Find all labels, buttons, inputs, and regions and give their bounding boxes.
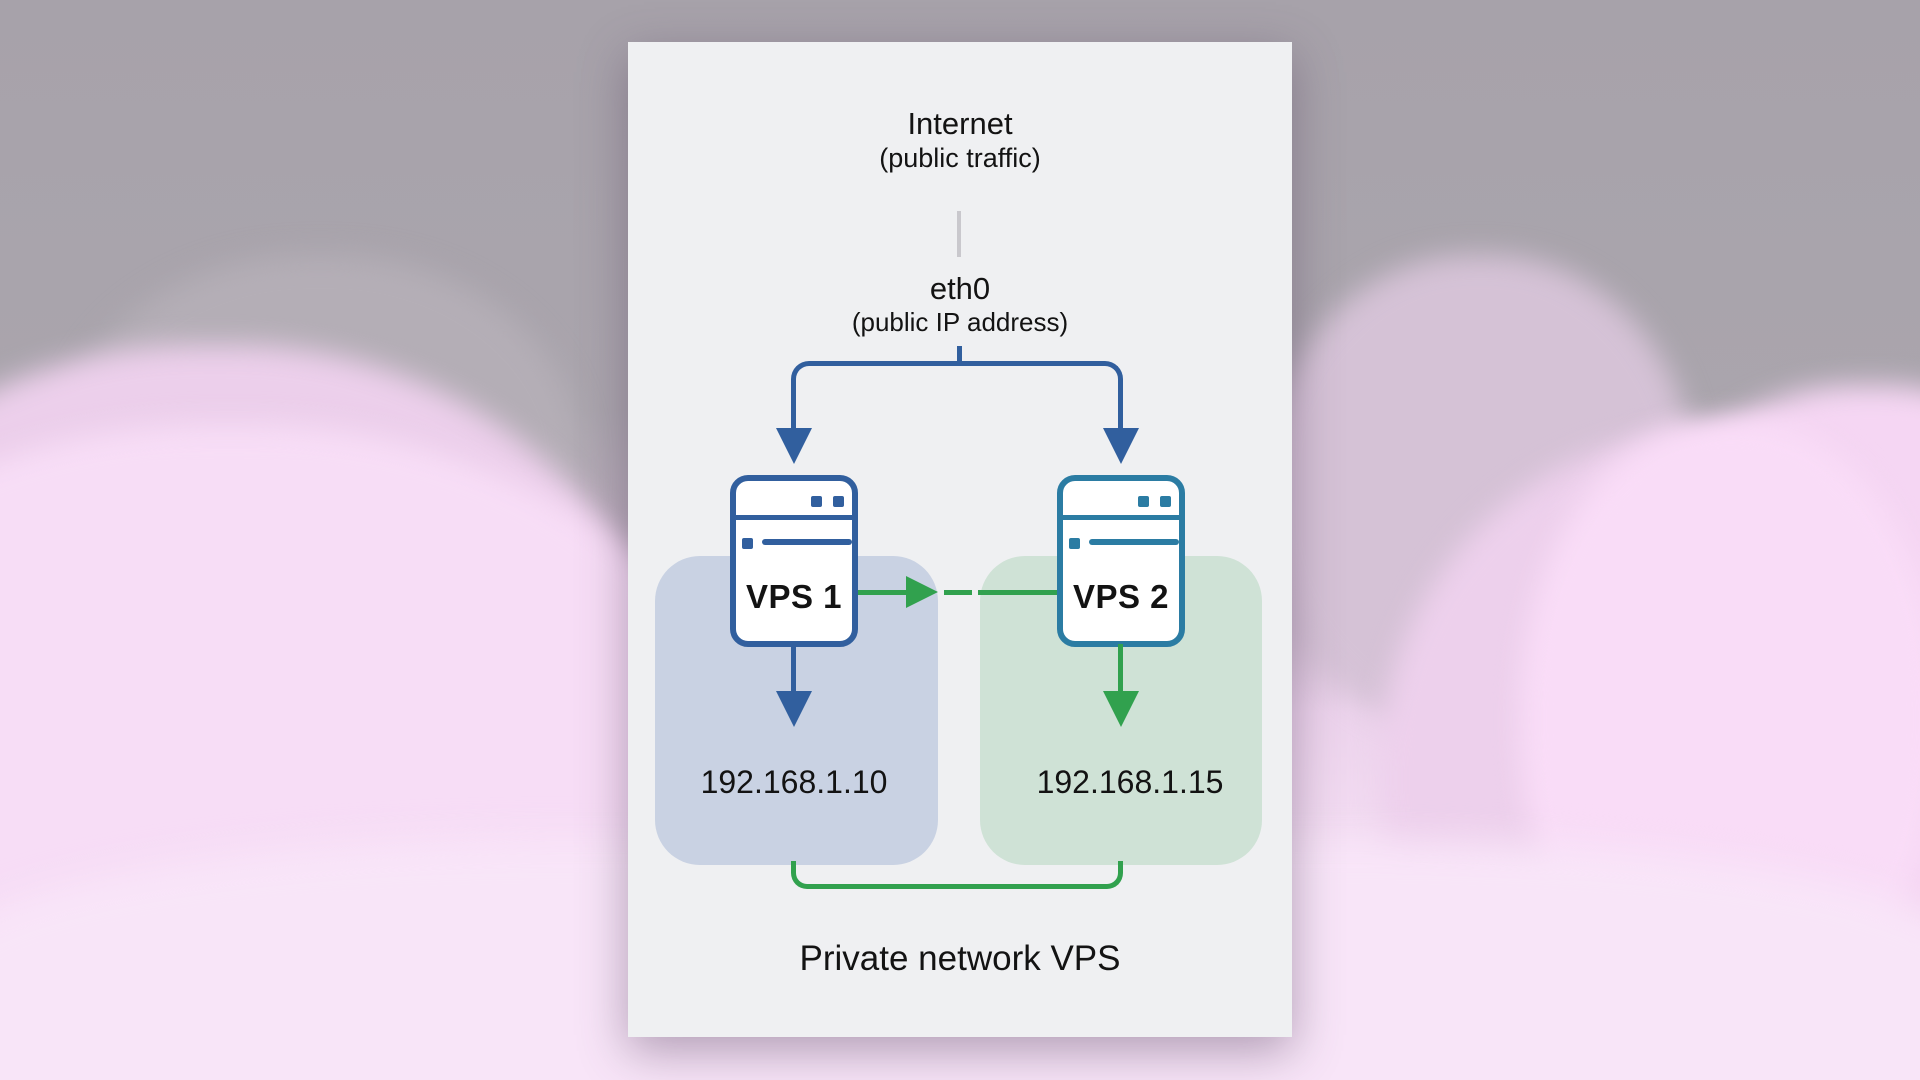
private-network-label: Private network VPS <box>799 939 1121 978</box>
internet-eth0-connector-line <box>957 211 961 257</box>
vps1-vps2-link-segment <box>858 590 906 595</box>
server-led-icon <box>811 496 822 507</box>
eth0-sublabel: (public IP address) <box>851 307 1069 337</box>
vps2-label: VPS 2 <box>1072 578 1170 615</box>
eth0-label: eth0 <box>929 271 991 306</box>
server-divider <box>1063 515 1179 520</box>
eth0-branch-line <box>791 361 1123 428</box>
vps1-ip-arrowhead <box>776 691 812 727</box>
server-led-icon <box>1160 496 1171 507</box>
vps1-server-icon: VPS 1 <box>730 475 858 647</box>
vps2-ip-arrow-shaft <box>1118 644 1123 692</box>
server-led-icon <box>833 496 844 507</box>
arrowhead-to-vps2 <box>1103 428 1139 464</box>
vps2-ip-arrowhead <box>1103 691 1139 727</box>
internet-title-block: Internet (public traffic) <box>760 106 1160 175</box>
server-led-icon <box>1138 496 1149 507</box>
server-slot-bar <box>1089 539 1179 545</box>
vps2-ip-label: 192.168.1.15 <box>1036 764 1224 800</box>
server-slot-bar <box>762 539 852 545</box>
vps1-ip-arrow-shaft <box>791 646 796 692</box>
server-drive-icon <box>1069 538 1080 549</box>
arrowhead-to-vps1 <box>776 428 812 464</box>
vps2-server-icon: VPS 2 <box>1057 475 1185 647</box>
vps1-label: VPS 1 <box>745 578 843 615</box>
internet-label: Internet <box>907 106 1013 141</box>
vps1-vps2-link-dash <box>944 590 972 595</box>
eth0-branch-stub <box>957 346 962 364</box>
diagram-panel: Internet (public traffic) eth0 (public I… <box>628 42 1292 1037</box>
vps1-vps2-link-segment <box>978 590 1057 595</box>
vps1-vps2-link-arrowhead <box>906 576 938 608</box>
server-drive-icon <box>742 538 753 549</box>
server-divider <box>736 515 852 520</box>
private-network-bracket <box>791 861 1123 889</box>
vps1-ip-label: 192.168.1.10 <box>700 764 888 800</box>
internet-sublabel: (public traffic) <box>879 143 1041 173</box>
eth0-title-block: eth0 (public IP address) <box>760 271 1160 338</box>
